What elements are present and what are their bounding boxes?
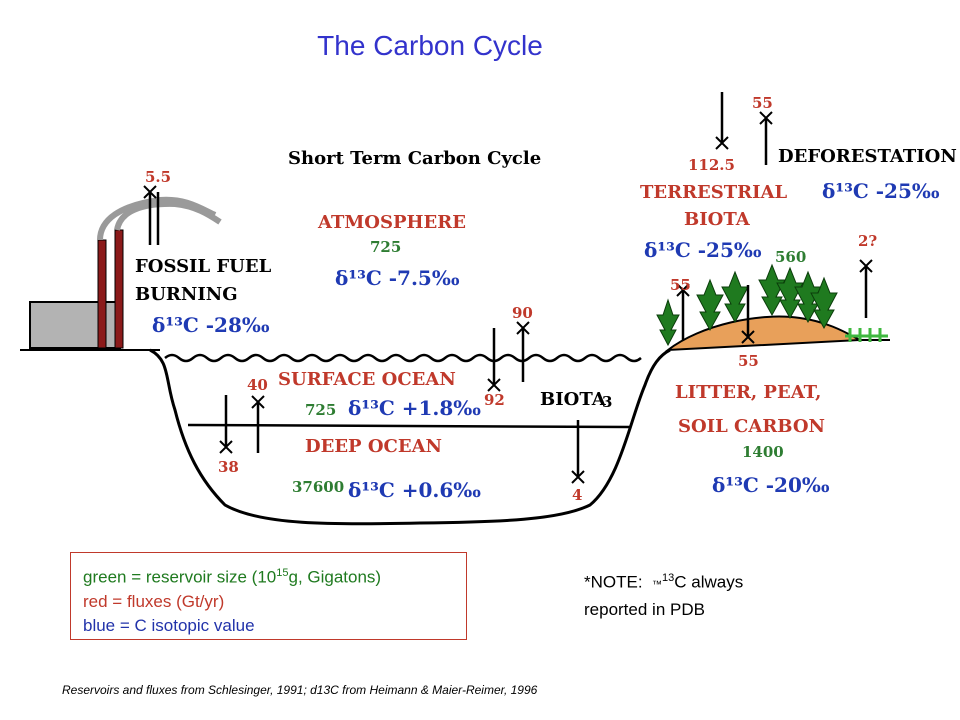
fossil-label-2: BURNING xyxy=(135,284,238,305)
tree xyxy=(721,270,749,324)
forest xyxy=(656,263,838,347)
litter-label-2: SOIL CARBON xyxy=(678,416,825,437)
legend-green-sup: 15 xyxy=(276,567,289,579)
surface-ocean-label: SURFACE OCEAN xyxy=(278,369,456,390)
note-suffix: C always xyxy=(674,572,744,592)
tree xyxy=(776,266,804,320)
note-prefix: *NOTE: xyxy=(584,572,643,592)
tree xyxy=(656,298,680,347)
source-citation: Reservoirs and fluxes from Schlesinger, … xyxy=(62,683,538,697)
deforestation-label: DEFORESTATION xyxy=(778,146,957,167)
smoke-plume-right xyxy=(114,200,222,231)
terrestrial-delta: δ¹³C -25‰ xyxy=(644,238,762,262)
fossil-delta: δ¹³C -28‰ xyxy=(152,313,270,337)
legend-blue: blue = C isotopic value xyxy=(83,615,255,635)
surface-down-flux: 92 xyxy=(484,391,505,409)
atmosphere-delta: δ¹³C -7.5‰ xyxy=(335,266,460,290)
litter-size: 1400 xyxy=(742,443,784,461)
terrestrial-down-flux: 112.5 xyxy=(688,156,735,174)
legend-red: red = fluxes (Gt/yr) xyxy=(83,591,225,611)
litter-down-flux: 55 xyxy=(738,352,759,370)
ocean-down-flux: 38 xyxy=(218,458,239,476)
deforest-unknown-flux: 2? xyxy=(858,232,877,250)
deep-ocean-delta: δ¹³C +0.6‰ xyxy=(348,478,481,502)
smokestack-left xyxy=(97,239,107,349)
legend-green: green = reservoir size (1015g, Gigatons) xyxy=(83,561,466,590)
terrestrial-label-2: BIOTA xyxy=(684,209,751,230)
litter-label-1: LITTER, PEAT, xyxy=(675,382,821,403)
biota-down-flux: 4 xyxy=(572,486,582,504)
atmosphere-size: 725 xyxy=(370,238,401,256)
terrestrial-size: 560 xyxy=(775,248,806,266)
tree xyxy=(810,276,838,330)
deforestation-delta: δ¹³C -25‰ xyxy=(822,179,940,203)
biota-size: 3 xyxy=(602,393,612,411)
terrestrial-up-flux: 55 xyxy=(752,94,773,112)
tree xyxy=(696,278,724,332)
biota-label: BIOTA xyxy=(540,389,607,410)
thermocline-line xyxy=(187,423,631,429)
surface-up-flux: 90 xyxy=(512,304,533,322)
deep-ocean-size: 37600 xyxy=(292,478,344,496)
deep-ocean-label: DEEP OCEAN xyxy=(305,436,442,457)
legend-green-prefix: green = reservoir size (10 xyxy=(83,567,277,587)
litter-delta: δ¹³C -20‰ xyxy=(712,473,830,497)
note-line-2: reported in PDB xyxy=(584,599,705,619)
surface-ocean-delta: δ¹³C +1.8‰ xyxy=(348,396,481,420)
ocean-up-flux: 40 xyxy=(247,376,268,394)
legend-box: green = reservoir size (1015g, Gigatons)… xyxy=(70,552,467,640)
smokestack-right xyxy=(114,229,124,349)
soil-mound xyxy=(664,315,864,352)
litter-up-flux: 55 xyxy=(670,276,691,294)
legend-green-suffix: g, Gigatons) xyxy=(288,567,382,587)
subtitle: Short Term Carbon Cycle xyxy=(288,148,541,169)
fossil-label-1: FOSSIL FUEL xyxy=(135,256,272,277)
note-sym: ™ xyxy=(652,579,663,591)
tree xyxy=(758,263,786,317)
note: *NOTE: ™13C always reported in PDB xyxy=(584,566,743,622)
flux-arrows xyxy=(143,92,873,484)
ocean-surface-wave xyxy=(164,353,642,363)
note-line-1: *NOTE: ™13C always xyxy=(584,566,743,598)
ocean-basin xyxy=(149,348,671,526)
terrestrial-label-1: TERRESTRIAL xyxy=(640,182,787,203)
page-title: The Carbon Cycle xyxy=(317,30,543,61)
atmosphere-label: ATMOSPHERE xyxy=(317,212,466,233)
grass xyxy=(845,328,888,342)
fossil-flux-value: 5.5 xyxy=(145,168,171,186)
surface-ocean-size: 725 xyxy=(305,401,336,419)
note-sup: 13 xyxy=(662,572,675,584)
